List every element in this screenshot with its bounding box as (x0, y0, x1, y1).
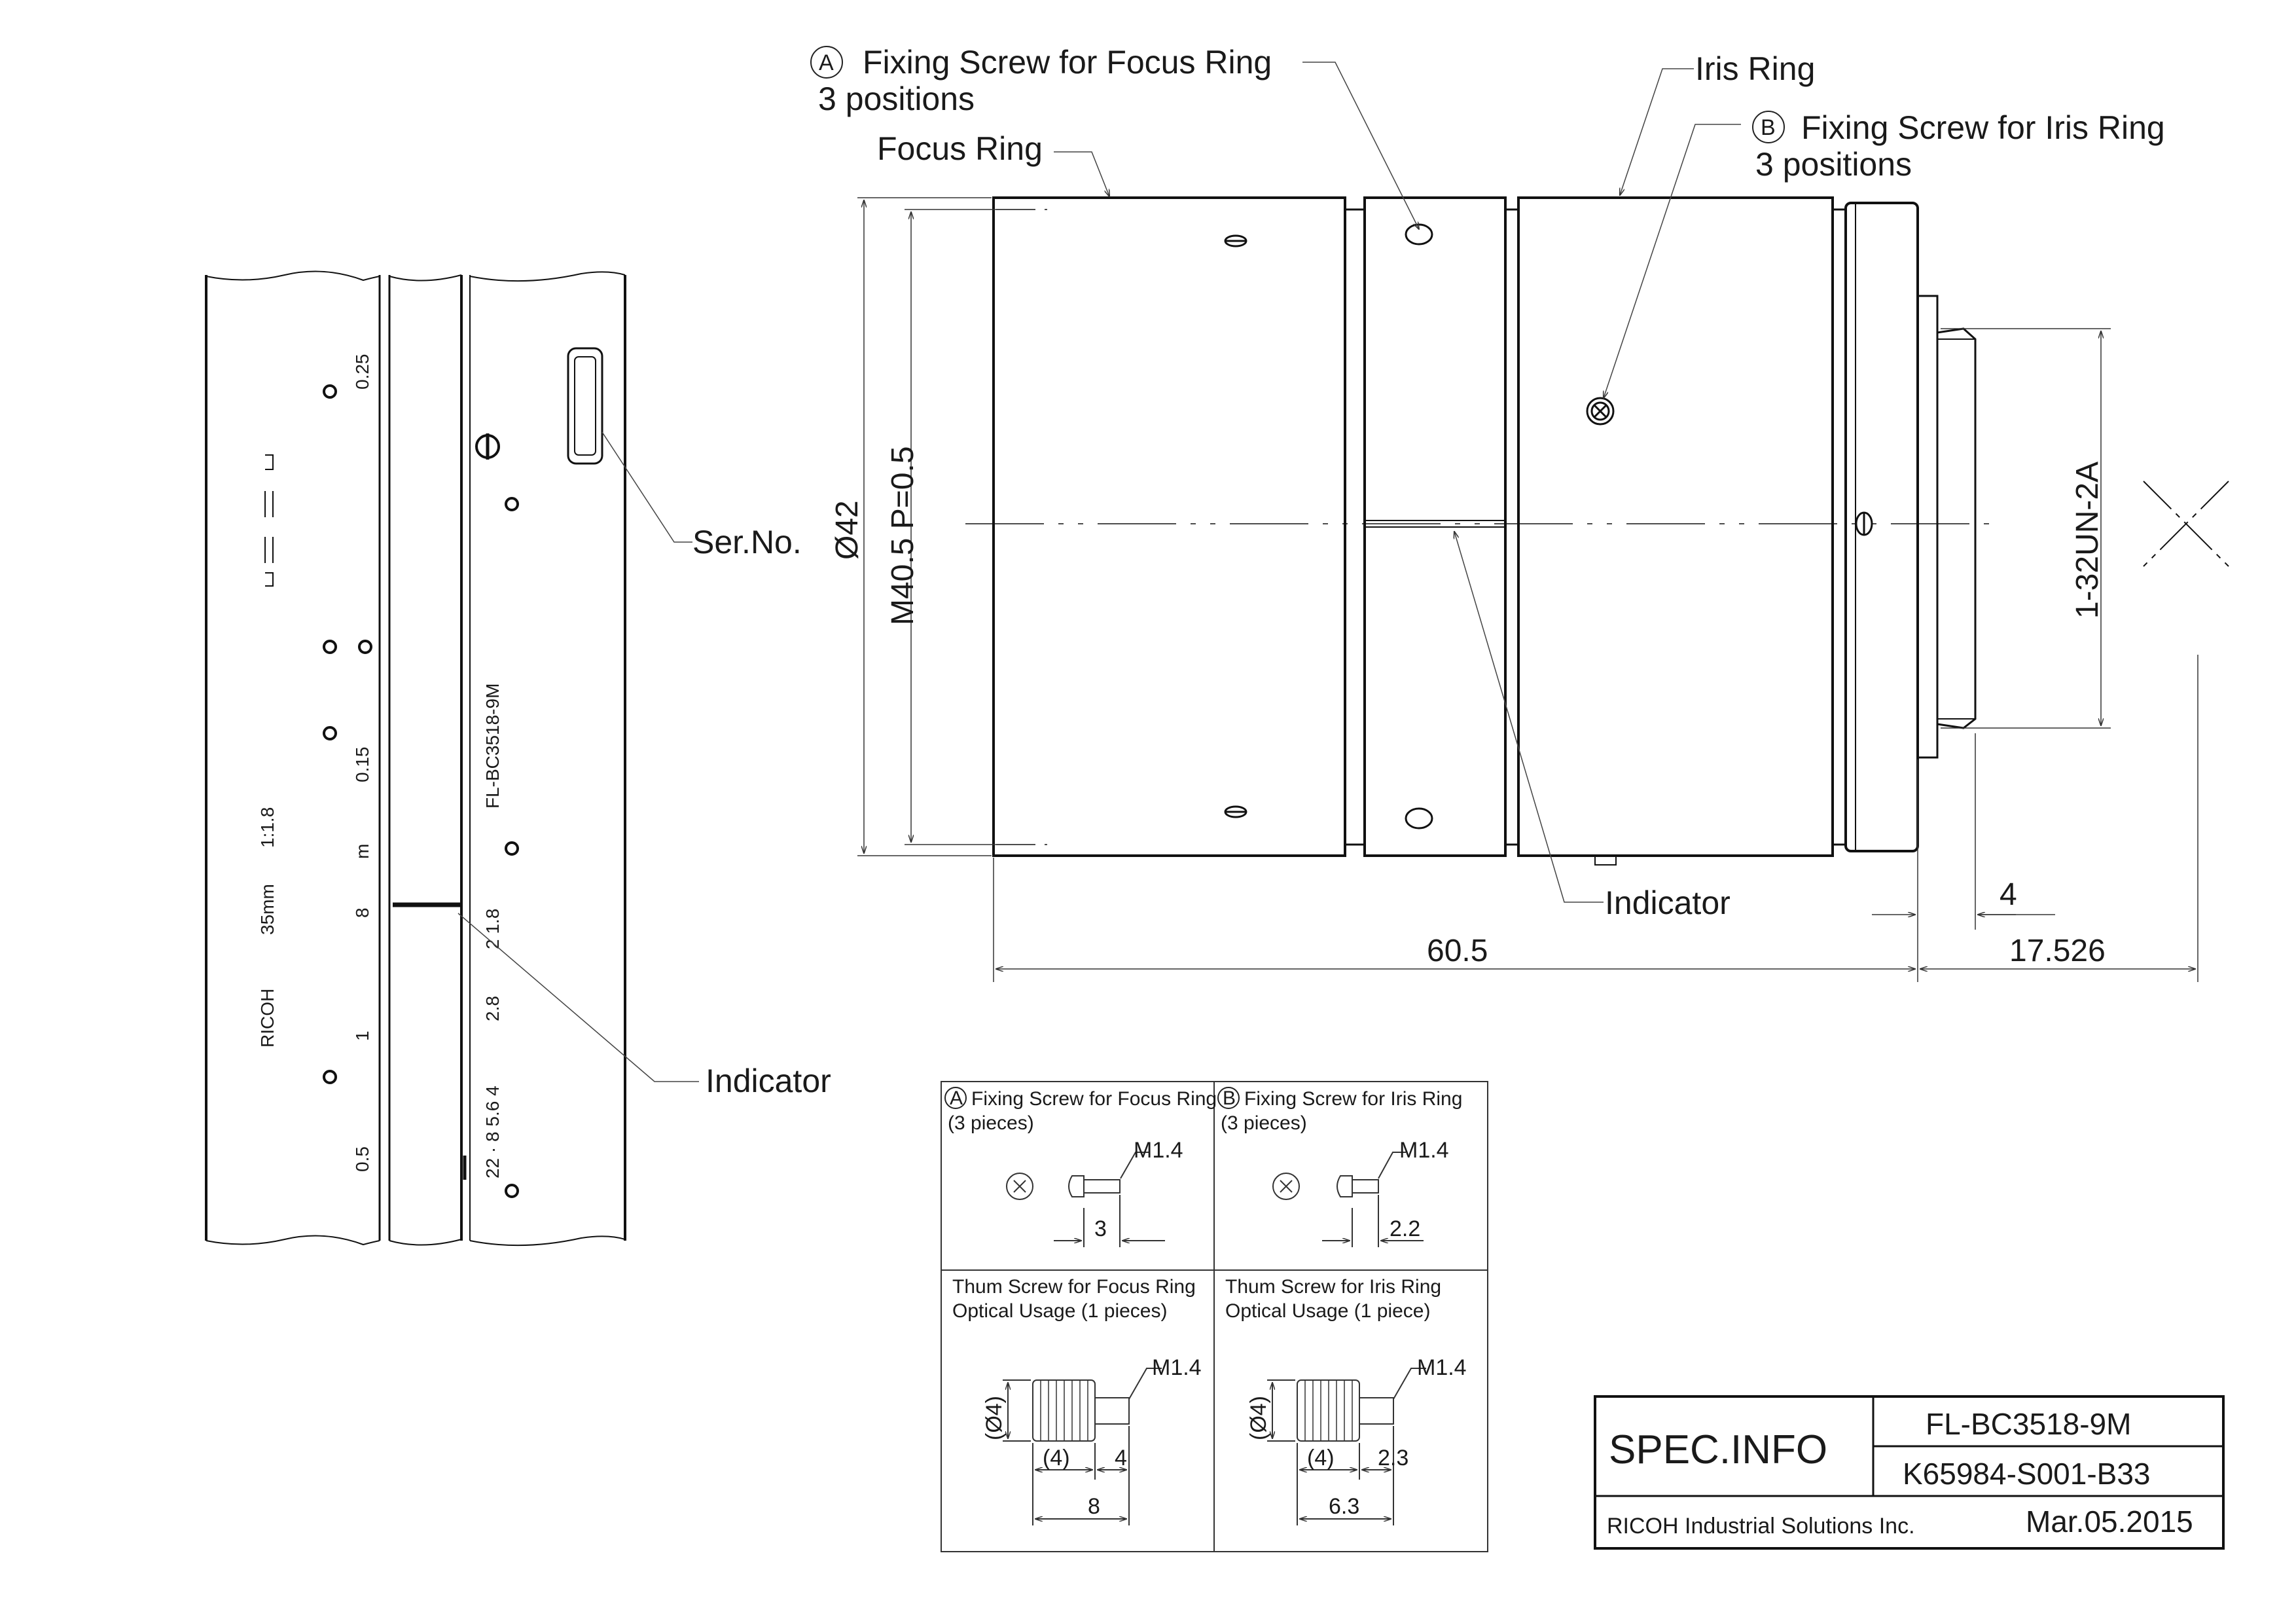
acc-d-dia: (Ø4) (1246, 1396, 1271, 1440)
title-spec-info: SPEC.INFO (1609, 1427, 1827, 1472)
ring-scale-labels: 0.25 0.15 m 8 1 0.5 1:1.8 35mm RICOH FL-… (257, 354, 503, 1179)
svg-text:B: B (1223, 1087, 1236, 1109)
accessory-texts: A Fixing Screw for Focus Ring (3 pieces)… (944, 1087, 1467, 1519)
acc-b-title: Fixing Screw for Iris Ring (1244, 1088, 1462, 1110)
label-indicator-left: Indicator (706, 1063, 831, 1099)
brand-text: RICOH (257, 989, 278, 1048)
label-fixing-screw-iris-positions: 3 positions (1755, 146, 1912, 183)
acc-a-qty: (3 pieces) (948, 1112, 1034, 1134)
svg-text:A: A (950, 1087, 963, 1109)
acc-c-qty: Optical Usage (1 pieces) (952, 1300, 1167, 1322)
callouts: A Fixing Screw for Focus Ring 3 position… (810, 44, 2165, 921)
label-focus-ring: Focus Ring (877, 130, 1043, 167)
dim-flange-17-526: 17.526 (2009, 934, 2106, 968)
acc-d-title: Thum Screw for Iris Ring (1225, 1276, 1441, 1298)
acc-b-qty: (3 pieces) (1221, 1112, 1307, 1134)
dimension-lines (857, 197, 2198, 982)
dim-thread-4: 4 (2000, 877, 2017, 912)
acc-d-shank: 2.3 (1378, 1446, 1408, 1470)
label-fixing-screw-iris: Fixing Screw for Iris Ring (1801, 109, 2165, 146)
mark-b: B (1761, 115, 1776, 140)
title-block (1594, 1395, 2225, 1550)
acc-c-thread: M1.4 (1152, 1355, 1202, 1380)
dim-mount-thread: 1-32UN-2A (2070, 462, 2105, 619)
scale-m: m (352, 844, 372, 859)
label-indicator-right: Indicator (1605, 884, 1731, 921)
mark-a: A (819, 50, 834, 75)
callout-leaders (1054, 62, 1741, 903)
dim-length-60-5: 60.5 (1427, 934, 1488, 968)
acc-a-title: Fixing Screw for Focus Ring (971, 1088, 1217, 1110)
title-company: RICOH Industrial Solutions Inc. (1607, 1514, 1915, 1539)
scale-015: 0.15 (352, 747, 372, 783)
scale-025: 0.25 (352, 354, 372, 390)
acc-d-qty: Optical Usage (1 piece) (1225, 1300, 1430, 1322)
title-model: FL-BC3518-9M (1926, 1407, 2131, 1441)
dim-filter-thread: M40.5 P=0.5 (886, 446, 920, 625)
label-ser-no: Ser.No. (692, 524, 802, 560)
focal-length: 35mm (257, 884, 278, 935)
aperture-ratio: 1:1.8 (257, 807, 278, 848)
acc-c-shank: 4 (1115, 1446, 1127, 1470)
acc-d-head: (4) (1307, 1446, 1335, 1470)
acc-c-total: 8 (1088, 1494, 1100, 1519)
label-iris-ring: Iris Ring (1695, 50, 1815, 87)
scale-dots (323, 384, 519, 1198)
title-drawing-number: K65984-S001-B33 (1903, 1457, 2151, 1491)
acc-b-thread: M1.4 (1399, 1138, 1449, 1163)
accessory-table (941, 1081, 1488, 1552)
acc-d-thread: M1.4 (1417, 1355, 1467, 1380)
acc-d-total: 6.3 (1329, 1494, 1359, 1519)
acc-c-title: Thum Screw for Focus Ring (952, 1276, 1196, 1298)
fstop-scale-2: 2.8 (482, 996, 503, 1021)
accessory-drawings (1003, 1152, 1426, 1525)
fstop-scale-3: 22 · 8 5.6 4 (482, 1085, 503, 1178)
acc-a-thread: M1.4 (1134, 1138, 1183, 1163)
acc-a-length: 3 (1094, 1216, 1107, 1241)
scale-1: 1 (352, 1030, 372, 1041)
acc-b-length: 2.2 (1390, 1216, 1420, 1241)
iris-fixing-screw (1586, 397, 1615, 426)
lens-side-view (965, 196, 2229, 866)
acc-c-head: (4) (1043, 1446, 1070, 1470)
ring-scale-view (205, 270, 626, 1247)
model-engraving: FL-BC3518-9M (482, 684, 503, 809)
title-date: Mar.05.2015 (2026, 1504, 2193, 1539)
scale-infinity: 8 (352, 907, 372, 918)
dim-diameter-42: Ø42 (830, 500, 865, 560)
label-fixing-screw-focus: Fixing Screw for Focus Ring (863, 44, 1272, 81)
label-fixing-screw-focus-positions: 3 positions (818, 81, 975, 117)
scale-05: 0.5 (352, 1146, 372, 1172)
acc-c-dia: (Ø4) (982, 1396, 1007, 1440)
